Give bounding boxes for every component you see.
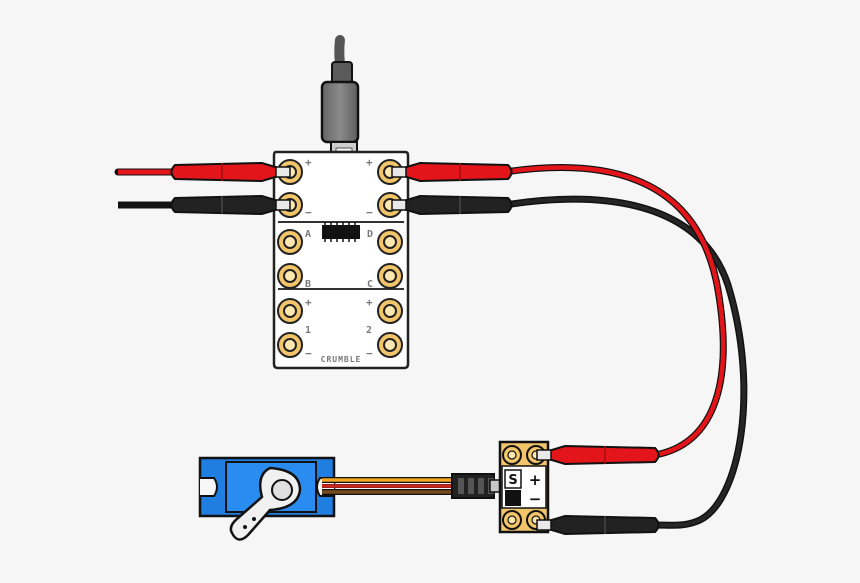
pad-left-6[interactable]	[277, 332, 303, 358]
croc-clip-black-left[interactable]	[170, 194, 291, 216]
microcontroller-chip	[322, 225, 360, 239]
pad-left-4[interactable]	[277, 263, 303, 289]
crumble-board: + − A B + 1 − + − D C + 2 − CRUMBLE	[272, 150, 410, 370]
croc-clip-red-left[interactable]	[170, 161, 291, 183]
pin-label-right-6: −	[366, 347, 373, 360]
connector-minus-label: −	[529, 490, 542, 508]
servo-lead	[322, 477, 455, 495]
pin-label-left-3: A	[305, 229, 311, 240]
pad-right-6[interactable]	[377, 332, 403, 358]
connector-plus-label: +	[529, 471, 542, 489]
pin-sublabel-left-5: 1	[305, 325, 311, 336]
croc-clip-black-right[interactable]	[391, 194, 513, 216]
board-name: CRUMBLE	[321, 355, 362, 364]
pad-right-4[interactable]	[377, 263, 403, 289]
wire-red-long	[501, 164, 727, 459]
pin-sublabel-right-5: 2	[366, 325, 372, 336]
usb-cable	[320, 35, 360, 167]
servo-plug[interactable]	[451, 473, 503, 499]
pin-label-left-4: B	[305, 279, 311, 290]
pin-label-right-3: D	[367, 229, 373, 240]
pin-label-left-1: +	[305, 156, 312, 169]
pin-label-left-6: −	[305, 347, 312, 360]
connector-signal-label: S	[508, 473, 517, 488]
pin-label-left-5: +	[305, 296, 312, 309]
croc-clip-red-connector[interactable]	[536, 444, 660, 466]
pad-right-5[interactable]	[377, 298, 403, 324]
croc-clip-red-right[interactable]	[391, 161, 513, 183]
servo-motor	[198, 456, 336, 541]
pin-label-left-2: −	[305, 206, 312, 219]
pin-label-right-1: +	[366, 156, 373, 169]
pin-label-right-5: +	[366, 296, 373, 309]
pad-left-3[interactable]	[277, 229, 303, 255]
right-pads	[377, 159, 403, 358]
servo-horn[interactable]	[229, 466, 302, 541]
pad-left-5[interactable]	[277, 298, 303, 324]
croc-clip-black-connector[interactable]	[536, 514, 660, 536]
pin-label-right-4: C	[367, 279, 373, 290]
pad-right-3[interactable]	[377, 229, 403, 255]
pin-label-right-2: −	[366, 206, 373, 219]
